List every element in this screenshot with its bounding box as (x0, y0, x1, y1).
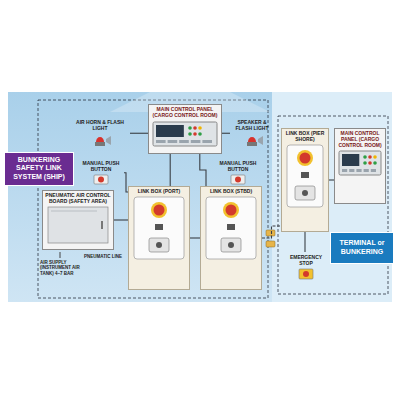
system-tag: BUNKERING SAFETY LINK SYSTEM (SHIP) (4, 152, 74, 186)
board-icon (45, 206, 111, 244)
signal-cable (170, 154, 171, 186)
air-control-board: PNEUMATIC AIR CONTROL BOARD (SAFETY AREA… (42, 190, 114, 250)
part-label: MAIN CONTROL PANEL (CARGO CONTROL ROOM) (151, 107, 219, 119)
panel-icon (151, 120, 219, 148)
signal-cable (114, 219, 128, 220)
control-panel: MAIN CONTROL PANEL (CARGO CONTROL ROOM) (148, 104, 222, 154)
terminal-ground (272, 92, 392, 302)
cable-coupling (266, 241, 275, 247)
terminal-tag: TERMINAL or BUNKERING (330, 232, 394, 264)
signal-cable (200, 154, 206, 186)
signal-cable (222, 133, 230, 134)
pb-icon (217, 174, 259, 185)
emergency-stop: EMERGENCY STOP (284, 252, 328, 283)
link-box: LINK BOX (PIER SHORE) (281, 128, 329, 232)
part-label: SPEAKER & FLASH LIGHT (233, 120, 271, 132)
ground (8, 92, 392, 302)
terminal-region (278, 116, 388, 294)
alarm-beacon: SPEAKER & FLASH LIGHT (230, 117, 274, 150)
pb-icon (81, 174, 121, 185)
linkbox-icon (131, 196, 187, 260)
control-panel: MAIN CONTROL PANEL (CARGO CONTROL ROOM) (334, 128, 386, 204)
part-label: MANUAL PUSH BUTTON (81, 161, 121, 173)
part-label: LINK BOX (PIER SHORE) (284, 131, 326, 143)
part-label: MAIN CONTROL PANEL (CARGO CONTROL ROOM) (337, 131, 383, 148)
alarm-beacon: AIR HORN & FLASH LIGHT (70, 117, 130, 150)
part-label: AIR HORN & FLASH LIGHT (73, 120, 127, 132)
air-supply-note: AIR SUPPLY (INSTRUMENT AIR TANK) 4~7 BAR (40, 260, 82, 276)
link-box: LINK BOX (PORT) (128, 186, 190, 290)
panel-icon (337, 149, 383, 177)
part-label: LINK BOX (STBD) (210, 189, 252, 195)
part-label: PNEUMATIC AIR CONTROL BOARD (SAFETY AREA… (45, 193, 111, 205)
part-label: EMERGENCY STOP (287, 255, 325, 267)
linkbox-icon (284, 144, 326, 208)
linkbox-icon (203, 196, 259, 260)
push-button: MANUAL PUSH BUTTON (214, 158, 262, 188)
part-label: MANUAL PUSH BUTTON (217, 161, 259, 173)
signal-cable (304, 232, 305, 252)
air-supply-pipe (60, 252, 61, 258)
ship-shore-cable (262, 226, 281, 238)
ship-region (38, 100, 268, 298)
link-box: LINK BOX (STBD) (200, 186, 262, 290)
region-title: TERMINAL or BUNKERING (333, 239, 391, 255)
signal-cable (190, 237, 200, 238)
push-button: MANUAL PUSH BUTTON (78, 158, 124, 188)
beacon-icon (233, 133, 271, 147)
beacon-icon (73, 133, 127, 147)
signal-cable (130, 133, 148, 134)
part-label: LINK BOX (PORT) (138, 189, 181, 195)
cable-coupling (266, 230, 275, 236)
region-title: BUNKERING SAFETY LINK SYSTEM (SHIP) (7, 156, 71, 180)
line-note: PNEUMATIC LINE (84, 254, 126, 259)
estop-icon (287, 268, 325, 280)
